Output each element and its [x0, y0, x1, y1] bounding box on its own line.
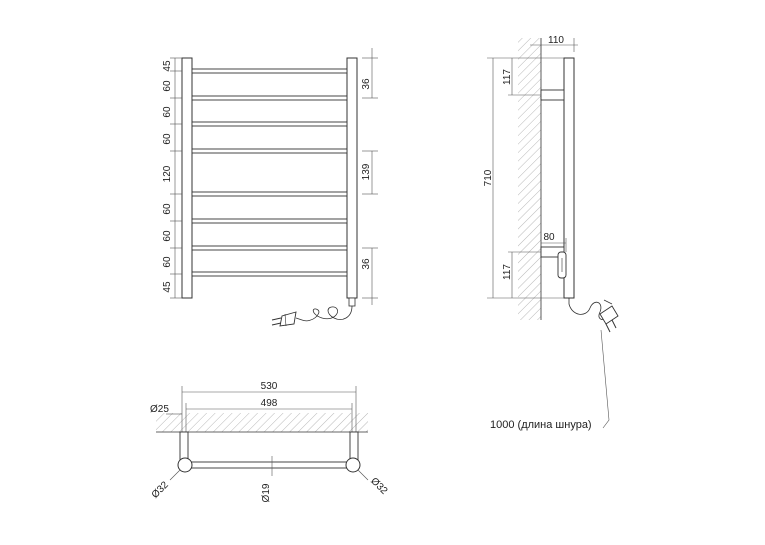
top-view: 530 498 Ø25 Ø32 Ø32 Ø19	[150, 381, 390, 502]
dim-label: 45	[162, 60, 173, 72]
crossbar	[191, 245, 348, 251]
left-post-section	[177, 457, 193, 473]
dim-label: 80	[543, 232, 555, 243]
dim-label: Ø32	[150, 479, 171, 500]
wall-hatch	[156, 413, 368, 432]
crossbar	[191, 95, 348, 101]
plug-icon	[599, 299, 619, 333]
dim-label: 710	[483, 169, 494, 186]
heater-knob	[557, 251, 567, 279]
dim-label: Ø19	[261, 483, 272, 502]
power-cord	[271, 297, 356, 327]
cord-outlet	[348, 297, 356, 307]
wall-hatch	[518, 38, 541, 320]
front-view: 45 60 60 60 120 60 60 60 45 36 139 36	[162, 48, 378, 327]
dim-label: 60	[162, 256, 173, 268]
dim-label: Ø25	[150, 404, 169, 415]
right-post	[346, 57, 358, 299]
dim-label: 36	[361, 258, 372, 270]
dim-label: 60	[162, 106, 173, 118]
dim-label: 117	[502, 69, 513, 85]
dim-label: 36	[361, 78, 372, 90]
left-post	[181, 57, 193, 299]
dim-label: 498	[261, 398, 278, 409]
dim-label: 117	[502, 264, 513, 280]
left-mount-support	[179, 431, 189, 463]
crossbars	[191, 68, 348, 277]
side-cord	[568, 298, 619, 333]
dim-label: 60	[162, 203, 173, 215]
dim-label: 45	[162, 281, 173, 293]
dim-label: 110	[548, 35, 564, 46]
bracket-top	[540, 89, 565, 101]
right-dimension-chain: 36 139 36	[361, 48, 378, 305]
crossbar	[191, 271, 348, 277]
side-view: 110 710 117 117 80	[483, 35, 619, 431]
right-mount-support	[349, 431, 359, 463]
dim-label: 139	[361, 163, 372, 180]
cord-leader	[600, 329, 610, 429]
dim-label: 60	[162, 133, 173, 145]
plug-icon	[271, 311, 297, 327]
crossbar	[191, 218, 348, 224]
dim-label: 530	[261, 381, 278, 392]
top-crossbar	[187, 461, 351, 469]
dim-label: 60	[162, 80, 173, 92]
dim-label: 120	[162, 165, 173, 182]
dim-label: 60	[162, 230, 173, 242]
crossbar	[191, 121, 348, 127]
left-dimension-chain: 45 60 60 60 120 60 60 60 45	[162, 57, 182, 299]
cord-length-note: 1000 (длина шнура)	[490, 419, 592, 431]
crossbar	[191, 191, 348, 197]
dim-label: Ø32	[368, 476, 389, 497]
crossbar	[191, 148, 348, 154]
crossbar	[191, 68, 348, 74]
right-post-section	[345, 457, 361, 473]
